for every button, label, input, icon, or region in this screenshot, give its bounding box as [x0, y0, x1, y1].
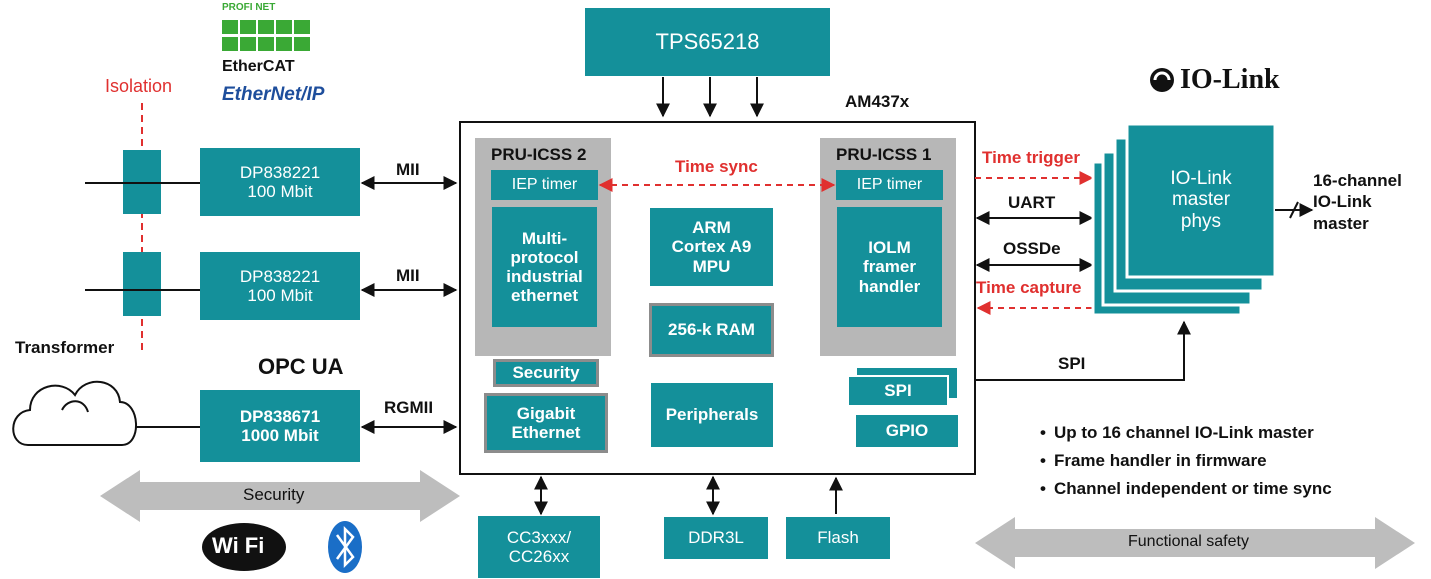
- phy-dp838221-1: DP838221 100 Mbit: [200, 148, 360, 216]
- uart-label: UART: [1008, 193, 1056, 212]
- security-arrow-label: Security: [243, 485, 305, 504]
- isolation-label: Isolation: [105, 76, 173, 96]
- time-trigger-label: Time trigger: [982, 148, 1080, 167]
- flash-block: Flash: [786, 517, 890, 559]
- peripherals-block: Peripherals: [651, 383, 773, 447]
- am437x-label: AM437x: [845, 92, 910, 111]
- iolm-framer-block: IOLM framer handler: [837, 207, 942, 327]
- functional-safety-label: Functional safety: [1128, 533, 1249, 550]
- channel-16-label: 16-channel IO-Link master: [1313, 171, 1402, 233]
- ddr3l-block: DDR3L: [664, 517, 768, 559]
- spi-block: SPI: [847, 375, 949, 407]
- arm-cortex-block: ARM Cortex A9 MPU: [650, 208, 773, 286]
- cloud-icon: [12, 380, 137, 446]
- functional-safety-double-arrow: [975, 517, 1415, 569]
- transformer-label: Transformer: [15, 338, 115, 357]
- bus-slash: [1289, 201, 1299, 219]
- profinet-logo: PROFI NET: [222, 2, 276, 13]
- multiprotocol-block: Multi- protocol industrial ethernet: [492, 207, 597, 327]
- ethercat-logo: EtherCAT: [222, 58, 295, 75]
- ram-block: 256-k RAM: [649, 303, 774, 357]
- iolink-logo: IO-Link: [1180, 64, 1280, 95]
- feature-bullets: Up to 16 channel IO-Link master Frame ha…: [1040, 423, 1332, 507]
- bullet-item: Up to 16 channel IO-Link master: [1040, 423, 1332, 443]
- wifi-logo-icon: [202, 523, 286, 571]
- bullet-item: Channel independent or time sync: [1040, 479, 1332, 499]
- cloud-inner-curve: [61, 400, 89, 413]
- pru-icss-2-title: PRU-ICSS 2: [491, 145, 587, 164]
- opcua-logo: OPC UA: [258, 354, 344, 379]
- ossde-label: OSSDe: [1003, 239, 1061, 258]
- isolation-block-2: [123, 252, 161, 316]
- security-double-arrow: [100, 470, 460, 522]
- iep-timer-1-block: IEP timer: [836, 170, 943, 200]
- phy-dp838671: DP838671 1000 Mbit: [200, 390, 360, 462]
- time-capture-label: Time capture: [976, 278, 1082, 297]
- cc3xxx-block: CC3xxx/ CC26xx: [478, 516, 600, 578]
- time-sync-label: Time sync: [675, 157, 758, 176]
- profinet-logo-icon: [222, 20, 310, 51]
- spi-line-label: SPI: [1058, 354, 1086, 373]
- bullet-item: Frame handler in firmware: [1040, 451, 1332, 471]
- iolink-phys-label: IO-Link master phys: [1170, 168, 1232, 232]
- ethernetip-logo: EtherNet/IP: [222, 84, 325, 105]
- pru-icss-1-title: PRU-ICSS 1: [836, 145, 932, 164]
- security-block: Security: [493, 359, 599, 387]
- iep-timer-2-block: IEP timer: [491, 170, 598, 200]
- wifi-logo-text: Wi Fi: [212, 533, 265, 558]
- phy-dp838221-2: DP838221 100 Mbit: [200, 252, 360, 320]
- gpio-block: GPIO: [856, 415, 958, 447]
- mii-label-1: MII: [396, 160, 420, 179]
- rgmii-label: RGMII: [384, 398, 434, 417]
- spi-line: [975, 320, 1191, 381]
- mii-label-2: MII: [396, 266, 420, 285]
- gigabit-ethernet-block: Gigabit Ethernet: [484, 393, 608, 453]
- io-link-logo-icon: [1150, 68, 1174, 92]
- bluetooth-icon: [328, 521, 362, 573]
- tps65218-block: TPS65218: [585, 8, 830, 76]
- iolink-stack-1: [1125, 122, 1277, 279]
